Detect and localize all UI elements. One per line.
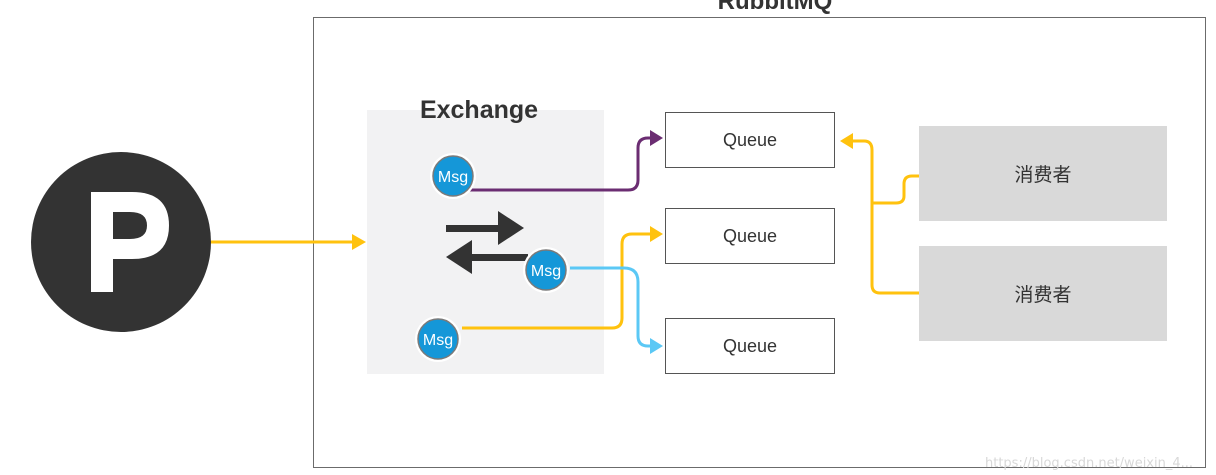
consumers-to-queue-arrow: [840, 133, 919, 295]
exchange-area: [367, 110, 604, 374]
queue-label: Queue: [722, 225, 778, 246]
consumer-label: 消费者: [1014, 164, 1072, 186]
consumer-label: 消费者: [1014, 284, 1072, 306]
consumer-box-1: 消费者: [919, 126, 1167, 221]
exchange-label: Exchange: [419, 96, 539, 124]
watermark: https://blog.csdn.net/weixin_4...: [985, 456, 1194, 471]
msg1-route-arrow: [470, 130, 663, 192]
msg-badge-2: Msg: [523, 247, 569, 293]
queue-box-1: Queue: [665, 112, 835, 168]
producer-to-exchange-arrow: [211, 234, 366, 250]
queue-label: Queue: [722, 129, 778, 150]
producer-p-icon: [31, 152, 211, 332]
consumer-box-2: 消费者: [919, 246, 1167, 341]
swap-arrows-icon: [446, 211, 528, 274]
msg-badge-3: Msg: [415, 316, 461, 362]
queue-label: Queue: [722, 335, 778, 356]
msg2-route-arrow: [570, 266, 663, 354]
msg-label: Msg: [423, 332, 453, 349]
queue-box-2: Queue: [665, 208, 835, 264]
msg3-route-arrow: [462, 226, 663, 330]
msg-badge-1: Msg: [430, 153, 476, 199]
msg-label: Msg: [531, 263, 561, 280]
diagram-title: RubbitMQ: [717, 0, 833, 15]
queue-box-3: Queue: [665, 318, 835, 374]
msg-label: Msg: [438, 169, 468, 186]
